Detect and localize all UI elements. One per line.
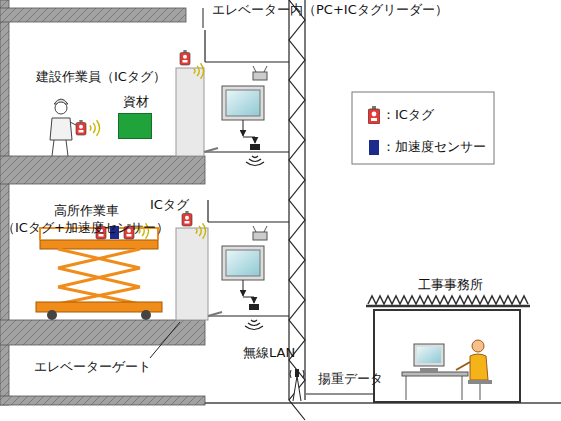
office-label: 工事事務所 [418,278,483,293]
antenna [290,369,304,401]
legend-text: ：ICタグ [382,108,434,123]
material-label: 資材 [123,95,149,110]
legend-text: ：加速度センサー [382,140,486,155]
leader-line [203,8,204,28]
ic-tag [180,50,190,65]
gate-sill [204,148,218,152]
gate-sill [208,312,222,316]
elevator-car [205,30,289,152]
elevator-car [208,200,289,316]
vehicle-label: （ICタグ+加速度センサー） [2,221,169,236]
pc-reader [222,226,267,330]
ground-slab [0,396,205,405]
pc-reader [222,66,267,166]
data-label: 揚重データ [318,372,383,387]
leader-line [150,322,180,358]
legend-swatch [369,140,379,155]
worker-label: 建設作業員（ICタグ） [36,70,166,85]
caption-label: エレベーター内（PC+ICタグリーダー） [212,3,448,18]
floor-slab [0,156,205,184]
elevator-gate [176,68,204,156]
elevator-gate [176,228,208,320]
legend-frame [352,92,494,164]
radio-waves [90,120,100,135]
radio-waves [196,223,206,238]
aerial-work-platform [36,228,162,320]
legend-tag-icon [368,106,380,124]
radio-waves [194,63,204,78]
tag-label: ICタグ [150,198,189,213]
gate-label: エレベーターゲート [34,360,151,375]
material-box: 資材 [118,113,152,139]
ic-tag [76,120,86,135]
floor-slab [0,8,186,22]
lan-label: 無線LAN [243,346,295,361]
floor-slab [0,320,205,345]
ic-tag [182,211,192,226]
site-office [366,296,530,402]
vehicle-label: 高所作業車 [54,204,119,219]
